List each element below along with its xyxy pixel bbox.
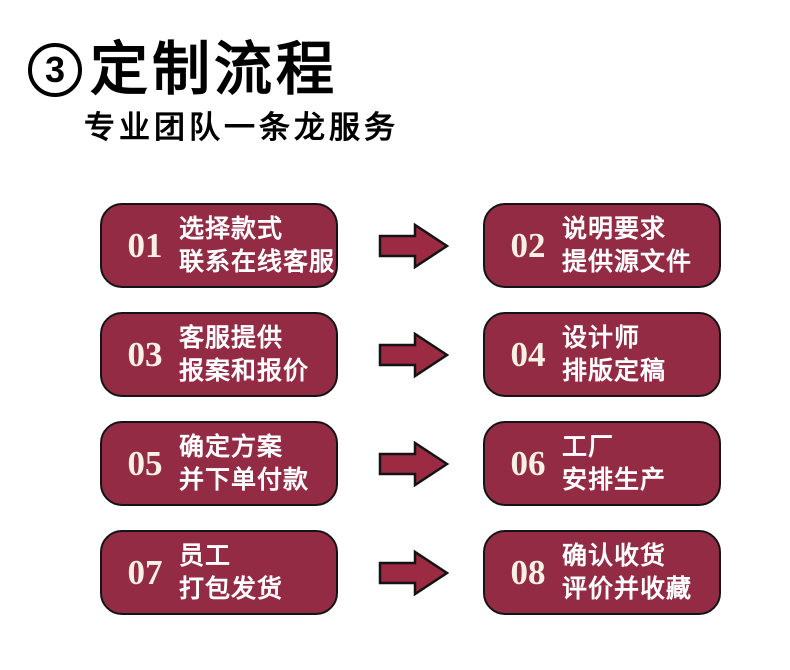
step-text: 客服提供 报案和报价 — [179, 322, 309, 387]
step-box: 08 确认收货 评价并收藏 — [483, 530, 721, 615]
step-line2: 安排生产 — [562, 465, 667, 494]
step-number: 03 — [127, 335, 163, 374]
arrow-right-icon — [378, 222, 450, 270]
step-text: 员工 打包发货 — [179, 540, 283, 605]
step-line2: 评价并收藏 — [562, 574, 693, 603]
step-box: 02 说明要求 提供源文件 — [483, 203, 721, 288]
page-title: 定制流程 — [90, 37, 339, 102]
step-line2: 提供源文件 — [562, 247, 693, 276]
step-box: 03 客服提供 报案和报价 — [100, 312, 338, 397]
step-number: 08 — [510, 553, 546, 592]
process-row: 05 确定方案 并下单付款 06 工厂 安排生产 — [100, 421, 721, 506]
arrow-right-icon — [378, 549, 450, 597]
step-number: 05 — [127, 444, 163, 483]
section-number-badge: 3 — [28, 43, 82, 98]
step-line2: 并下单付款 — [179, 465, 310, 494]
step-text: 设计师 排版定稿 — [562, 322, 666, 387]
step-line1: 客服提供 — [179, 324, 284, 352]
arrow-right-icon — [378, 331, 450, 379]
step-number: 06 — [510, 444, 546, 483]
step-box: 05 确定方案 并下单付款 — [100, 421, 338, 506]
step-number: 02 — [510, 226, 546, 265]
process-row: 01 选择款式 联系在线客服 02 说明要求 提供源文件 — [100, 203, 721, 288]
step-line1: 选择款式 — [179, 215, 284, 243]
step-box: 01 选择款式 联系在线客服 — [100, 203, 338, 288]
process-flow: 01 选择款式 联系在线客服 02 说明要求 提供源文件 03 客服提供 报案和… — [100, 203, 721, 615]
step-line2: 打包发货 — [179, 574, 284, 603]
step-line2: 报案和报价 — [179, 356, 310, 385]
step-text: 确定方案 并下单付款 — [179, 431, 309, 496]
step-line2: 联系在线客服 — [179, 247, 336, 276]
step-number: 01 — [127, 226, 163, 265]
process-row: 07 员工 打包发货 08 确认收货 评价并收藏 — [100, 530, 721, 615]
step-text: 选择款式 联系在线客服 — [179, 213, 335, 278]
arrow-right-icon — [378, 440, 450, 488]
step-line1: 说明要求 — [562, 215, 667, 243]
step-text: 说明要求 提供源文件 — [562, 213, 692, 278]
step-line1: 设计师 — [562, 324, 641, 352]
step-text: 工厂 安排生产 — [562, 431, 666, 496]
step-box: 07 员工 打包发货 — [100, 530, 338, 615]
section-header: 3 定制流程 — [0, 0, 790, 101]
step-number: 07 — [127, 553, 163, 592]
step-line2: 排版定稿 — [562, 356, 667, 385]
step-box: 04 设计师 排版定稿 — [483, 312, 721, 397]
process-row: 03 客服提供 报案和报价 04 设计师 排版定稿 — [100, 312, 721, 397]
step-line1: 工厂 — [562, 433, 615, 461]
step-number: 04 — [510, 335, 546, 374]
step-line1: 员工 — [179, 542, 232, 570]
section-number: 3 — [44, 49, 66, 91]
step-line1: 确认收货 — [562, 542, 667, 570]
step-line1: 确定方案 — [179, 433, 284, 461]
step-text: 确认收货 评价并收藏 — [562, 540, 692, 605]
step-box: 06 工厂 安排生产 — [483, 421, 721, 506]
page-subtitle: 专业团队一条龙服务 — [84, 109, 399, 145]
